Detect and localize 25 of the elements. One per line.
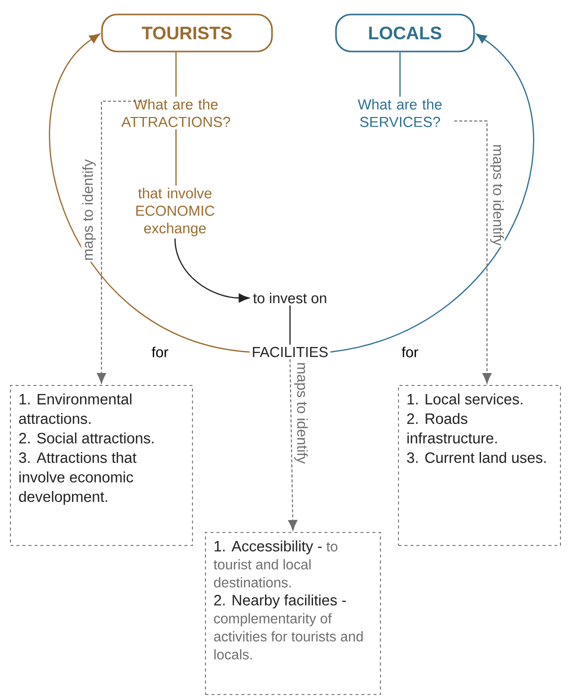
dashed-arrow [288, 358, 298, 531]
connector-line [399, 52, 401, 97]
list-box: 1. Accessibility - to tourist and local destinations. 2. Nearby facilities - complementarity of activities for tourists and locals. [205, 532, 381, 695]
list-box: 1. Local services. 2. Roads infrastructure. 3. Current land uses. [398, 385, 561, 546]
dashed-arrow [96, 100, 146, 384]
connector-line [175, 129, 177, 186]
curved-arrow [330, 34, 534, 353]
question-text: What are the SERVICES? [358, 98, 442, 128]
connector-line [175, 52, 177, 97]
group-box: LOCALS [335, 14, 475, 52]
edge-label: for [150, 346, 170, 358]
edge-label: for [400, 346, 420, 358]
group-box: TOURISTS [101, 14, 273, 52]
arrow [174, 238, 250, 302]
question-text: What are the ATTRACTIONS? [121, 98, 230, 128]
curved-arrow [49, 34, 250, 353]
dashed-arrow [454, 120, 492, 384]
question-text: FACILITIES [252, 346, 328, 358]
edge-label: maps to identify [293, 361, 309, 465]
question-text: that involve ECONOMIC exchange [136, 188, 214, 236]
connector-line [289, 306, 291, 345]
edge-label: maps to identify [81, 158, 97, 262]
edge-label: maps to identify [489, 143, 505, 247]
question-text: to invest on [253, 292, 326, 304]
list-box: 1. Environmental attractions. 2. Social attractions. 3. Attractions that involve economic development. [10, 385, 193, 546]
